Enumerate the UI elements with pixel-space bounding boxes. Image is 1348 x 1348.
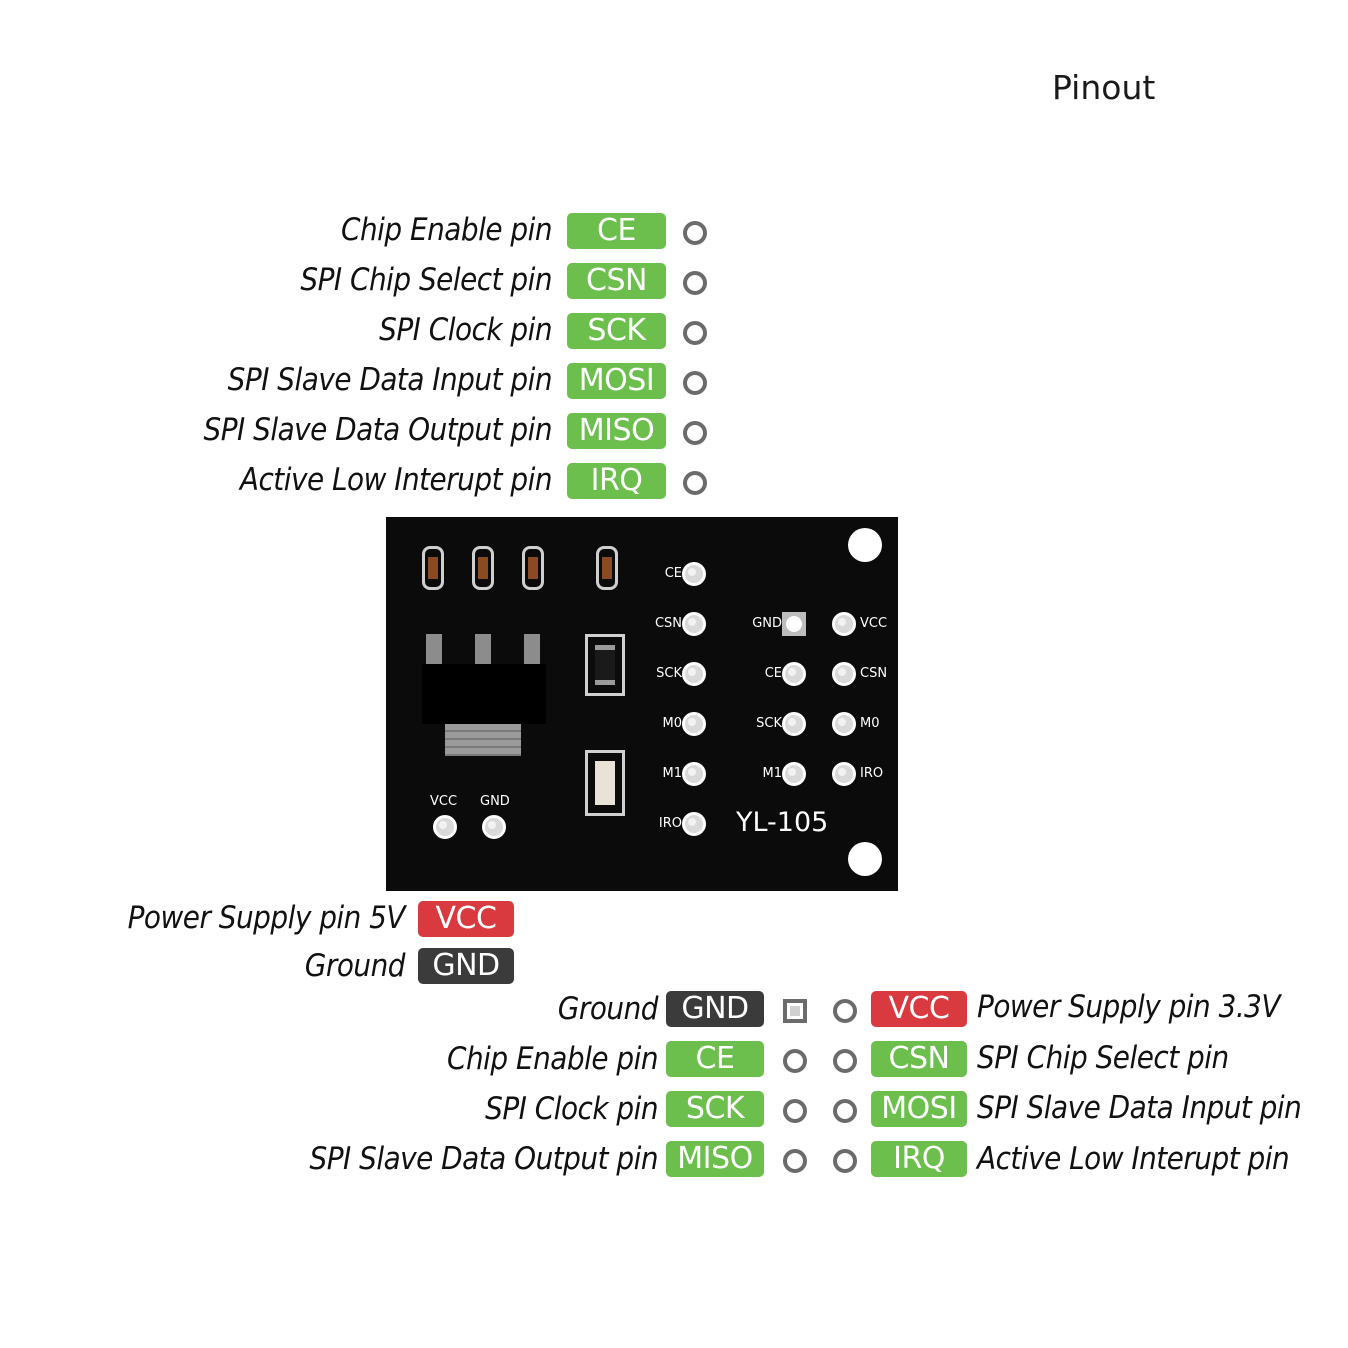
top-row-pin-badge: CE	[567, 213, 666, 249]
mounting-hole	[848, 842, 882, 876]
bottom-left-pin-badge: GND	[666, 991, 764, 1027]
page-title: Pinout	[1052, 68, 1156, 107]
regulator-leg	[426, 634, 442, 664]
power-row-pin-badge: VCC	[418, 901, 514, 937]
regulator-tab	[445, 724, 521, 756]
board-pin-label: IRO	[860, 766, 884, 781]
bottom-left-pin-badge: SCK	[666, 1091, 764, 1127]
pin-hole-icon	[833, 1099, 857, 1123]
pin-hole-icon	[683, 471, 707, 495]
board-pin-label: SCK	[656, 666, 682, 681]
capacitor-icon	[596, 546, 618, 590]
board-pin-label: CSN	[654, 616, 682, 631]
board-pin	[832, 662, 856, 686]
board-pin-square	[782, 612, 806, 636]
board-pin-label: M1	[762, 766, 783, 781]
regulator-leg	[524, 634, 540, 664]
pin-hole-icon	[683, 371, 707, 395]
regulator-body	[422, 664, 546, 724]
board-pin	[832, 762, 856, 786]
board-pin-gnd	[482, 815, 506, 839]
top-row-desc: SPI Slave Data Input pin	[227, 362, 553, 398]
adapter-board: VCC GND CE CSN SCK M0 M1 IRO GND CE SCK …	[386, 517, 898, 891]
mounting-hole	[848, 528, 882, 562]
square-pin-icon	[783, 999, 807, 1023]
pin-hole-icon	[833, 1049, 857, 1073]
board-pin	[782, 712, 806, 736]
board-pin-label: M1	[662, 766, 683, 781]
bottom-right-pin-badge: IRQ	[871, 1141, 967, 1177]
bottom-left-desc: Chip Enable pin	[447, 1041, 658, 1077]
bottom-left-desc: Ground	[557, 991, 659, 1027]
capacitor-icon	[422, 546, 444, 590]
board-pin	[682, 562, 706, 586]
board-pin-label: IRO	[658, 816, 682, 831]
bottom-right-desc: Active Low Interupt pin	[977, 1141, 1290, 1177]
top-row-desc: Chip Enable pin	[341, 212, 552, 248]
pin-hole-icon	[683, 321, 707, 345]
bottom-right-pin-badge: VCC	[871, 991, 967, 1027]
resistor-icon	[585, 634, 625, 696]
board-pin	[832, 612, 856, 636]
board-model-label: YL-105	[736, 807, 829, 838]
pin-hole-icon	[783, 1099, 807, 1123]
top-row-pin-badge: MOSI	[567, 363, 666, 399]
board-pin	[682, 712, 706, 736]
top-row-desc: Active Low Interupt pin	[239, 462, 553, 498]
board-pin	[782, 762, 806, 786]
board-pin	[832, 712, 856, 736]
bottom-right-desc: SPI Slave Data Input pin	[977, 1090, 1302, 1126]
board-pin-label: M0	[662, 716, 683, 731]
pin-hole-icon	[683, 271, 707, 295]
board-pin-label: GND	[480, 794, 510, 809]
top-row-pin-badge: SCK	[567, 313, 666, 349]
top-row-desc: SPI Chip Select pin	[300, 262, 552, 298]
board-pin-label: CSN	[860, 666, 888, 681]
pin-hole-icon	[833, 999, 857, 1023]
pin-hole-icon	[683, 421, 707, 445]
board-pin	[782, 662, 806, 686]
bottom-right-pin-badge: MOSI	[871, 1091, 967, 1127]
top-row-pin-badge: CSN	[567, 263, 666, 299]
bottom-left-desc: SPI Clock pin	[485, 1091, 658, 1127]
board-pin	[682, 812, 706, 836]
board-pin	[682, 612, 706, 636]
bottom-right-pin-badge: CSN	[871, 1041, 967, 1077]
top-row-pin-badge: IRQ	[567, 463, 666, 499]
board-pin-label: VCC	[860, 616, 888, 631]
bottom-right-desc: Power Supply pin 3.3V	[977, 989, 1280, 1025]
bottom-right-desc: SPI Chip Select pin	[977, 1040, 1229, 1076]
board-pin-label: GND	[752, 616, 782, 631]
board-pin-label: VCC	[430, 794, 458, 809]
bottom-left-pin-badge: MISO	[666, 1141, 764, 1177]
board-pin-vcc	[433, 815, 457, 839]
pin-hole-icon	[683, 221, 707, 245]
bottom-left-pin-badge: CE	[666, 1041, 764, 1077]
board-pin	[682, 662, 706, 686]
board-pin-label: M0	[860, 716, 880, 731]
led-icon	[585, 750, 625, 816]
pin-hole-icon	[783, 1149, 807, 1173]
board-pin-label: SCK	[756, 716, 782, 731]
pin-hole-icon	[833, 1149, 857, 1173]
capacitor-icon	[472, 546, 494, 590]
regulator-leg	[475, 634, 491, 664]
top-row-desc: SPI Clock pin	[379, 312, 552, 348]
power-row-pin-badge: GND	[418, 948, 514, 984]
power-row-desc: Power Supply pin 5V	[127, 900, 406, 936]
pin-hole-icon	[783, 1049, 807, 1073]
board-pin-label: CE	[764, 666, 782, 681]
bottom-left-desc: SPI Slave Data Output pin	[309, 1141, 659, 1177]
board-pin-label: CE	[664, 566, 682, 581]
top-row-desc: SPI Slave Data Output pin	[203, 412, 553, 448]
power-row-desc: Ground	[304, 948, 406, 984]
top-row-pin-badge: MISO	[567, 413, 666, 449]
board-pin	[682, 762, 706, 786]
capacitor-icon	[522, 546, 544, 590]
